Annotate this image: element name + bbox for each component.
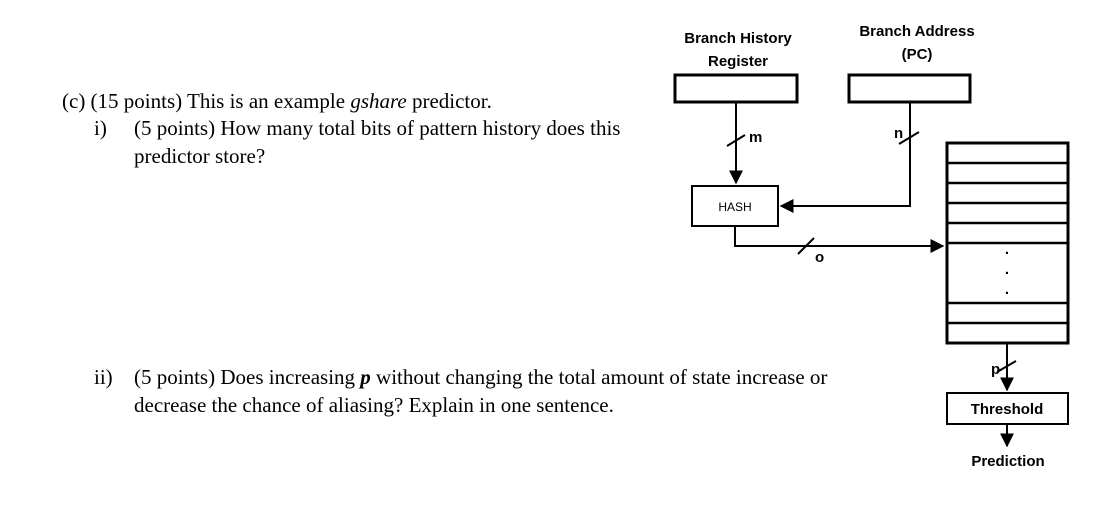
- question-ii-line1-a: (5 points) Does increasing: [134, 365, 361, 389]
- p-bits-slash: [996, 360, 1017, 373]
- table-ellipsis-dot: .: [1005, 261, 1009, 278]
- question-ii-line2: decrease the chance of aliasing? Explain…: [134, 393, 614, 417]
- threshold-label: Threshold: [971, 401, 1044, 418]
- question-i-line2: predictor store?: [134, 144, 266, 168]
- n-bits-label: n: [894, 125, 903, 142]
- question-ii-number: ii): [94, 365, 113, 389]
- hash-to-table-arrow: [734, 226, 945, 253]
- branch-history-register-box: [673, 73, 799, 104]
- p-bits-label: p: [991, 361, 1000, 378]
- m-bits-label: m: [749, 129, 762, 146]
- question-c-prefix: (c) (15 points) This is an example: [62, 89, 351, 113]
- question-i-line1: (5 points) How many total bits of patter…: [134, 116, 621, 140]
- prediction-label: Prediction: [971, 453, 1044, 470]
- question-ii-line1-b: without changing the total amount of sta…: [370, 365, 828, 389]
- hash-label: HASH: [718, 200, 751, 214]
- question-i-number: i): [94, 116, 107, 140]
- question-c: (c) (15 points) This is an example gshar…: [62, 88, 492, 114]
- pc-to-hash-arrow: [779, 102, 911, 213]
- bhr-label-line1: Branch History: [684, 30, 792, 47]
- pc-label-line2: (PC): [902, 46, 933, 63]
- question-ii-line1: (5 points) Does increasing p without cha…: [134, 364, 827, 390]
- n-bits-slash: [898, 131, 920, 145]
- question-c-suffix: predictor.: [406, 89, 492, 113]
- o-bits-slash: [797, 237, 815, 255]
- pattern-history-table: . . .: [945, 141, 1070, 345]
- pc-label-line1: Branch Address: [859, 23, 974, 40]
- question-c-term: gshare: [350, 89, 407, 113]
- o-bits-label: o: [815, 249, 824, 266]
- question-ii-var-p: p: [360, 365, 371, 389]
- table-ellipsis-dot: .: [1005, 281, 1009, 298]
- table-ellipsis-dot: .: [1005, 241, 1009, 258]
- bhr-label-line2: Register: [708, 53, 768, 70]
- branch-address-pc-box: [847, 73, 972, 104]
- m-bits-slash: [726, 134, 746, 147]
